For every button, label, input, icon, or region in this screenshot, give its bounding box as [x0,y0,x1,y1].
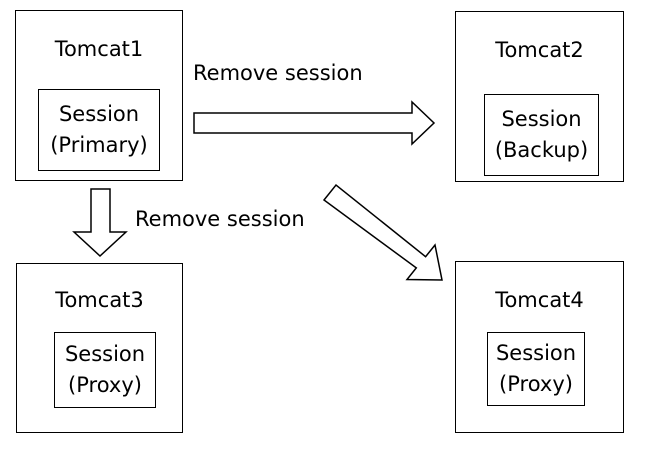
tomcat2-session-box: Session (Backup) [484,94,599,176]
tomcat4-session-role: (Proxy) [499,372,573,396]
tomcat3-session-role: (Proxy) [68,373,142,397]
tomcat4-session-box: Session (Proxy) [487,332,585,406]
tomcat3-session-label: Session [64,342,146,366]
edge-label-to-tomcat2: Remove session [193,61,363,85]
tomcat1-title: Tomcat1 [54,37,144,61]
tomcat3-box: Tomcat3 Session (Proxy) [16,263,183,433]
tomcat2-title: Tomcat2 [495,38,584,62]
arrow-tomcat1-to-tomcat4 [322,183,443,281]
tomcat1-session-label: Session [58,102,140,126]
tomcat3-title: Tomcat3 [55,288,144,312]
tomcat4-session-label: Session [495,341,577,365]
tomcat2-box: Tomcat2 Session (Backup) [455,11,624,182]
tomcat1-session-role: (Primary) [50,133,148,157]
tomcat2-session-label: Session [501,107,582,131]
tomcat1-box: Tomcat1 Session (Primary) [15,10,183,181]
arrow-tomcat1-to-tomcat2 [193,100,436,146]
tomcat4-title: Tomcat4 [495,288,584,312]
arrow-tomcat1-to-tomcat3 [72,188,128,258]
tomcat1-session-box: Session (Primary) [38,89,160,171]
tomcat2-session-role: (Backup) [494,138,589,162]
tomcat4-box: Tomcat4 Session (Proxy) [455,261,624,433]
tomcat3-session-box: Session (Proxy) [54,332,156,408]
edge-label-to-tomcat3: Remove session [135,207,305,231]
